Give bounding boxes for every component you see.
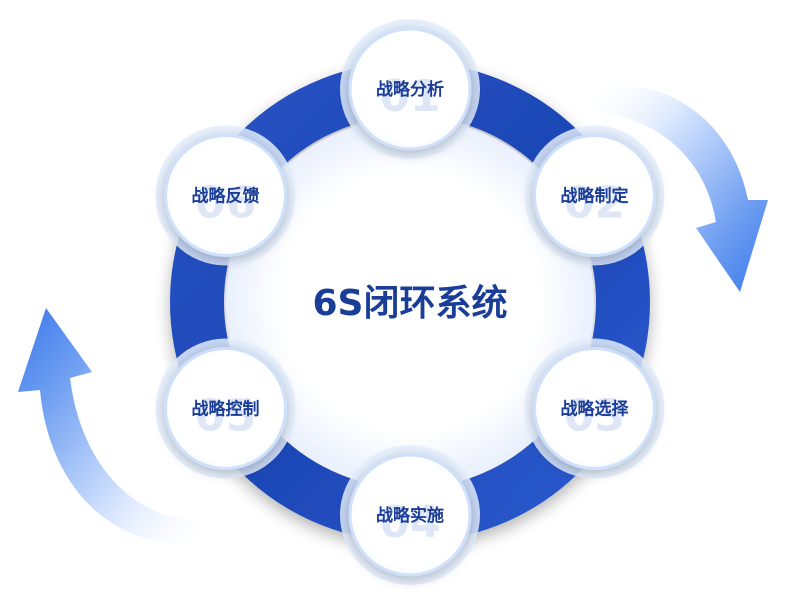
step-label: 战略控制 — [192, 399, 260, 420]
step-label: 战略制定 — [560, 186, 628, 207]
curved-arrow-up-icon — [18, 308, 210, 543]
curved-arrow-down-icon — [590, 86, 768, 292]
step-node-disc — [348, 453, 472, 577]
step-number: 04 — [379, 497, 440, 548]
step-number: 03 — [564, 391, 625, 442]
step-number: 02 — [564, 178, 625, 229]
step-label: 战略实施 — [376, 505, 444, 526]
step-label: 战略选择 — [560, 399, 629, 420]
step-label: 战略反馈 — [192, 186, 260, 207]
step-label: 战略分析 — [376, 79, 444, 100]
step-node-disc — [532, 347, 656, 470]
center-title: 6S闭环系统 — [313, 283, 508, 324]
step-number: 01 — [379, 71, 440, 122]
step-node-disc — [164, 347, 288, 470]
center-disc — [226, 118, 594, 486]
step-node-disc — [348, 27, 472, 151]
step-number: 05 — [195, 391, 256, 442]
step-node-disc — [532, 134, 656, 257]
step-number: 06 — [195, 178, 256, 229]
step-node-disc — [164, 134, 288, 257]
